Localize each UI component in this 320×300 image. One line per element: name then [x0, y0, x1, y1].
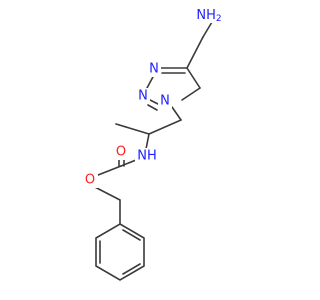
amine-label: NH2 — [196, 8, 221, 25]
bond-c5-c4 — [186, 67, 201, 89]
triazole-n1-label: N — [160, 94, 170, 109]
carbamate-nh-label: NH — [137, 149, 157, 164]
bond-ch-nh — [145, 133, 150, 150]
benzene-double-2 — [122, 263, 141, 275]
benzene-double-1 — [122, 229, 141, 241]
bond-n2-n1-double — [149, 99, 159, 105]
benzene-ring — [95, 223, 145, 281]
ester-o-label: O — [85, 173, 95, 188]
bond-n2-n1 — [147, 104, 158, 111]
bonds — [88, 21, 213, 281]
atom-labels: NH2 N N N NH O O — [82, 7, 234, 188]
chemical-structure: NH2 N N N NH O O — [82, 7, 234, 281]
bond-n3-n2 — [146, 74, 155, 89]
bond-n1-ch2 — [171, 106, 182, 121]
bond-n1-c5 — [181, 87, 201, 101]
carbonyl-o-label: O — [116, 145, 126, 160]
bond-nh2-ch2 — [202, 21, 213, 38]
triazole-n2-label: N — [138, 89, 148, 104]
bond-ch2-c4 — [186, 36, 204, 69]
bond-ch2-ch — [148, 119, 182, 135]
triazole-n3-label: N — [149, 62, 159, 77]
bond-ch-methyl — [115, 123, 150, 135]
